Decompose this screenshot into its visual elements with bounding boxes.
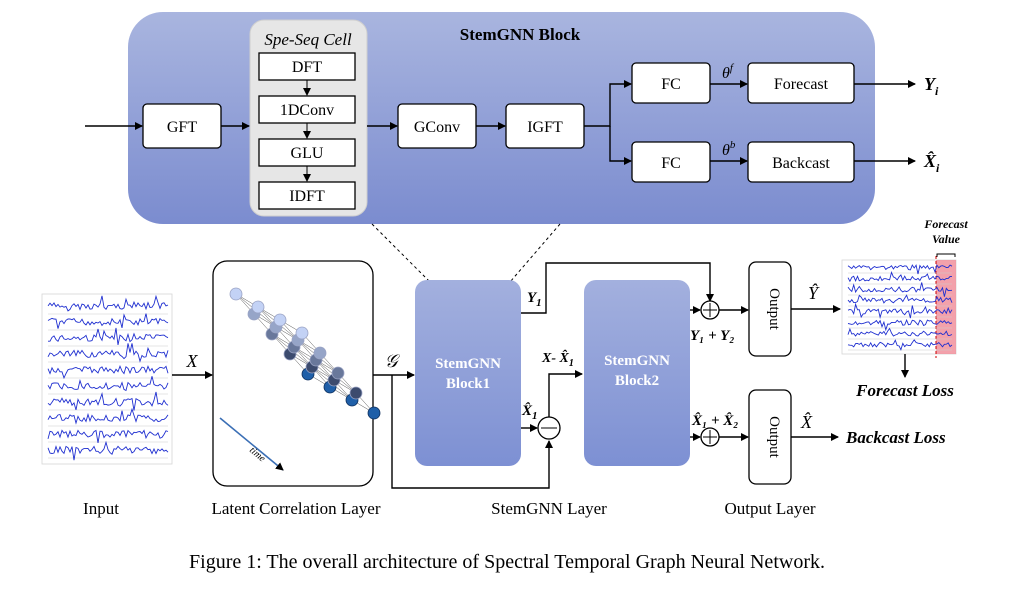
series-line [847,339,953,351]
graph-g-label: 𝒢 [385,351,401,371]
block1-label-line2: Block1 [446,376,490,392]
forecast-value-line2: Value [932,232,961,246]
x-input-label: X [186,351,199,371]
forecast-box [747,62,855,104]
g-skip-arrow [391,375,553,489]
series-line [847,327,953,337]
stemgnn-block1 [415,280,521,466]
gconv-label: GConv [414,119,460,136]
graph-node [229,287,243,301]
input-time-series-thumbnail [41,293,173,465]
graph-node [295,326,309,340]
series-line [47,429,169,443]
fc-bottom-label: FC [661,155,681,172]
forecast-label: Forecast [774,76,829,93]
series-line [47,376,169,392]
series-line [847,302,953,320]
stemgnn-block2 [584,280,690,466]
igft-to-fc-top-arrow [584,80,632,127]
xhat1-label: X̂1 [521,401,538,422]
igft-to-fc-bottom-arrow [609,126,632,165]
series-line [47,391,169,411]
fc-bottom-box [631,141,711,183]
block1-label-line1: StemGNN [435,356,501,372]
backcast-label: Backcast [772,155,830,172]
idft-box [258,181,356,210]
gft-label: GFT [167,119,197,136]
glu-label: GLU [291,145,324,162]
forecast-value-line1: Forecast [923,217,968,231]
series-line [48,327,169,345]
conv1d-box [258,95,356,124]
output-label-backcast: Output [766,416,782,459]
layer-label-input: Input [83,499,119,518]
residual-to-block2-arrow [548,370,583,417]
block2-label-line1: StemGNN [604,353,670,369]
series-line [847,282,953,297]
zoom-line-left [371,223,431,283]
layer-label-output: Output Layer [724,499,815,518]
forecast-loss-label: Forecast Loss [855,381,954,400]
stemgnn-block-title: StemGNN Block [460,25,581,44]
latent-graph [229,287,381,420]
series-line [47,407,169,425]
y-hat-label: Ŷ [808,282,820,303]
forecast-time-series-thumbnail [841,256,957,358]
fc-top-box [631,62,711,104]
y1-path-arrow [521,262,714,314]
series-line [847,264,953,275]
y1-label: Y1 [527,290,542,309]
conv1d-label: 1DConv [280,102,334,119]
theta-b-label: θb [722,139,736,159]
y-sum-label: Y₁ + Y₂ [690,328,735,344]
series-line [47,313,169,329]
output-label-forecast: Output [766,288,782,331]
graph-node [331,366,345,380]
theta-f-label: θf [722,62,735,82]
series-line [47,294,169,312]
backcast-loss-label: Backcast Loss [845,428,946,447]
time-axis-arrow [219,417,284,471]
block2-label-line2: Block2 [615,373,659,389]
series-line [847,318,953,332]
graph-node [251,300,265,314]
graph-node [349,386,363,400]
spe-seq-cell-title: Spe-Seq Cell [264,30,352,49]
dft-box [258,52,356,81]
x-hat-label: X̂ [800,412,813,432]
graph-node [313,346,327,360]
figure-caption: Figure 1: The overall architecture of Sp… [189,551,825,573]
layer-label-latent: Latent Correlation Layer [212,499,381,518]
backcast-box [747,141,855,183]
layer-label-stemgnn: StemGNN Layer [491,499,607,518]
series-line [47,440,169,461]
series-line [47,343,169,363]
igft-label: IGFT [527,119,563,136]
idft-label: IDFT [289,188,325,205]
graph-node [367,406,381,420]
x-minus-xhat1-label: X- X̂1 [541,349,574,369]
x-hat-i-label: X̂i [923,151,940,175]
graph-node [273,313,287,327]
forecast-band [936,260,956,354]
dft-label: DFT [292,59,322,76]
y-i-label: Yi [924,74,939,98]
series-line [847,270,953,283]
x-sum-label: X̂₁ + X̂₂ [691,411,739,429]
series-line [847,294,953,304]
forecast-bracket [936,253,956,257]
series-line [47,364,169,380]
zoom-line-right [509,223,561,283]
fc-top-label: FC [661,76,681,93]
